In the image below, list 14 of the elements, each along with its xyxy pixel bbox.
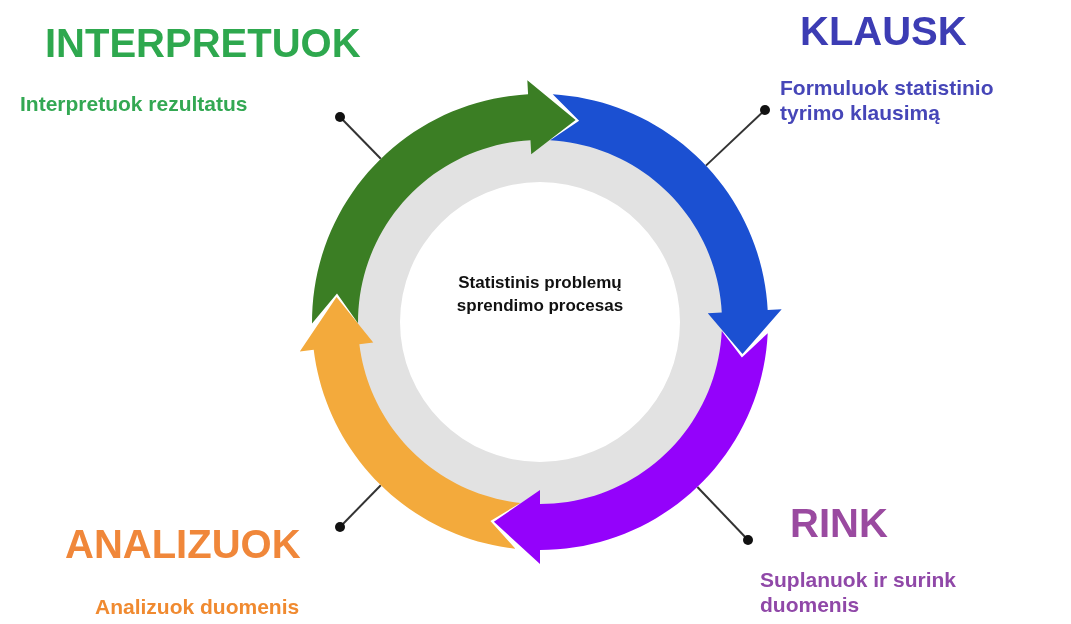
arc-segment (493, 330, 768, 564)
leader-line (335, 112, 382, 160)
leader-line (704, 105, 770, 167)
stage-description: Suplanuok ir surink duomenis (760, 567, 958, 618)
stage-description: Interpretuok rezultatus (20, 91, 248, 117)
leader-line (696, 485, 753, 545)
stage-description: Formuluok statistinio tyrimo klausimą (780, 75, 995, 126)
stage-description: Analizuok duomenis (95, 594, 300, 620)
stage-heading: INTERPRETUOK (45, 20, 361, 67)
stage-heading: ANALIZUOK (65, 521, 301, 568)
leader-line (335, 484, 382, 532)
stage-heading: KLAUSK (800, 8, 967, 55)
stage-heading: RINK (790, 500, 888, 547)
center-title: Statistinis problemų sprendimo procesas (455, 272, 625, 317)
